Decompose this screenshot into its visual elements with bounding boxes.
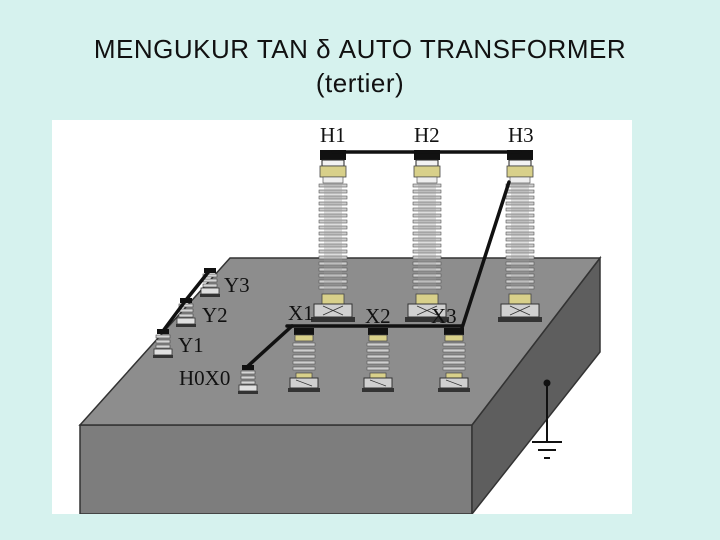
label-x3: X3	[431, 304, 457, 328]
slide-subtitle: (tertier)	[315, 68, 405, 98]
ground-icon	[532, 441, 562, 459]
label-h0x0: H0X0	[179, 366, 230, 390]
label-x1: X1	[288, 301, 314, 325]
slide-title: MENGUKUR TAN δ AUTO TRANSFORMER	[93, 34, 627, 64]
label-y2: Y2	[202, 303, 228, 327]
connection-wires	[161, 150, 522, 368]
label-h3: H3	[508, 123, 534, 147]
label-y3: Y3	[224, 273, 250, 297]
tank-front	[79, 424, 473, 514]
label-y1: Y1	[178, 333, 204, 357]
transformer-diagram: H1 H2 H3 X1 X2 X3 Y3 Y2 Y1 H0X0	[52, 120, 632, 514]
label-h1: H1	[320, 123, 346, 147]
label-x2: X2	[365, 304, 391, 328]
label-h2: H2	[414, 123, 440, 147]
